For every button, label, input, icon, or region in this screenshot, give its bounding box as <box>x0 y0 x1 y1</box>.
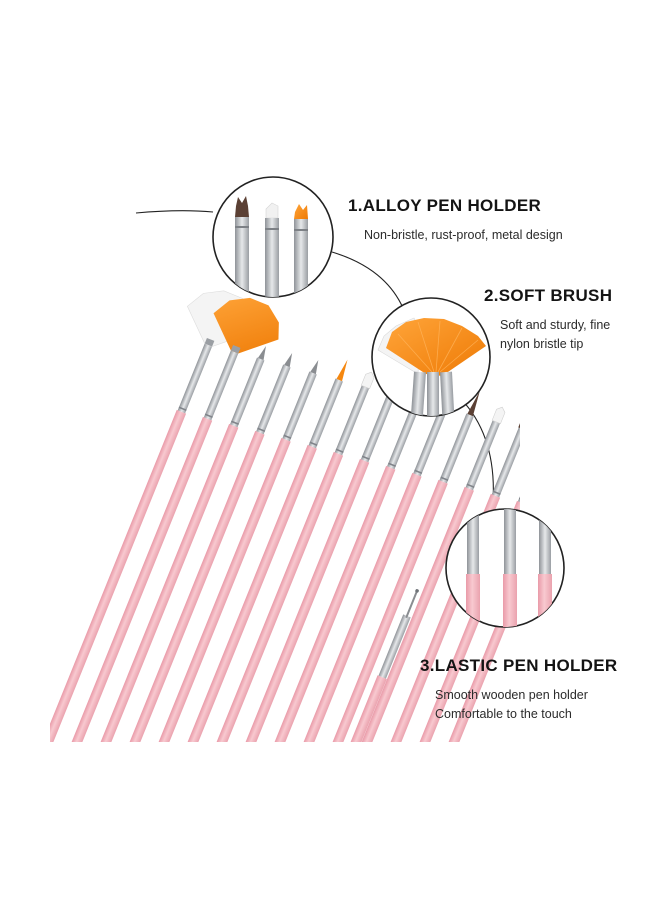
feature-3-description-line: Smooth wooden pen holder <box>435 688 588 702</box>
feature-1-description: Non-bristle, rust-proof, metal design <box>364 226 563 245</box>
detail-circle-lastic-holder <box>445 508 565 628</box>
brush <box>325 390 480 742</box>
brush <box>64 297 279 742</box>
feature-1-title: 1.ALLOY PEN HOLDER <box>348 196 542 215</box>
brush <box>441 507 520 742</box>
feature-3-description: Smooth wooden pen holder Comfortable to … <box>435 686 588 724</box>
feature-3-description-line: Comfortable to the touch <box>435 707 572 721</box>
brush <box>151 360 319 742</box>
detail-circle-soft-brush <box>371 297 491 417</box>
dotting-tool <box>343 589 419 742</box>
feature-2-title: 2.SOFT BRUSH <box>484 286 613 305</box>
feature-3-title: 3.LASTIC PEN HOLDER <box>420 656 618 675</box>
feature-2-description-line: nylon bristle tip <box>500 337 584 351</box>
brush <box>122 353 293 742</box>
brush <box>93 346 266 742</box>
brush <box>180 359 348 742</box>
feature-2-description: Soft and sturdy, fine nylon bristle tip <box>500 316 610 354</box>
brush-set <box>50 290 520 742</box>
feature-1-description-line: Non-bristle, rust-proof, metal design <box>364 228 563 242</box>
detail-circle-alloy-holder <box>212 176 334 298</box>
brush <box>209 371 375 742</box>
brush <box>354 406 506 742</box>
feature-2-description-line: Soft and sturdy, fine <box>500 318 611 332</box>
